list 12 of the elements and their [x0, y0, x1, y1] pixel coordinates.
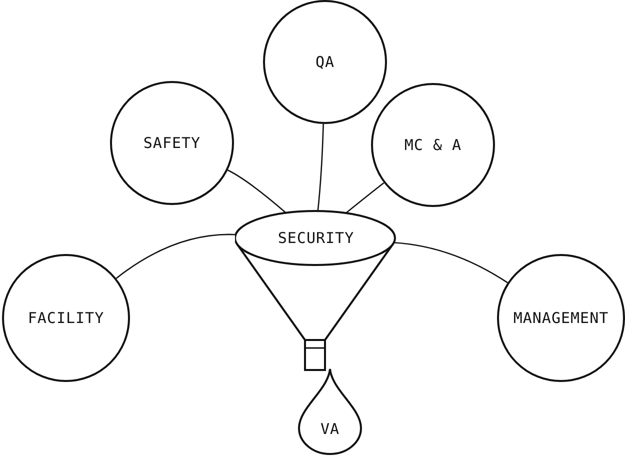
node-label: SECURITY: [278, 229, 354, 247]
connector-line: [317, 124, 324, 212]
connector-line: [394, 242, 508, 284]
node-label: VA: [320, 420, 340, 438]
connector-line: [227, 170, 286, 214]
node-label: FACILITY: [28, 309, 104, 327]
connector-line: [345, 182, 384, 214]
node-label: MC & A: [404, 136, 462, 154]
node-label: QA: [315, 53, 335, 71]
node-label: SAFETY: [143, 134, 201, 152]
node-label: MANAGEMENT: [513, 309, 609, 327]
connector-line: [116, 234, 236, 279]
